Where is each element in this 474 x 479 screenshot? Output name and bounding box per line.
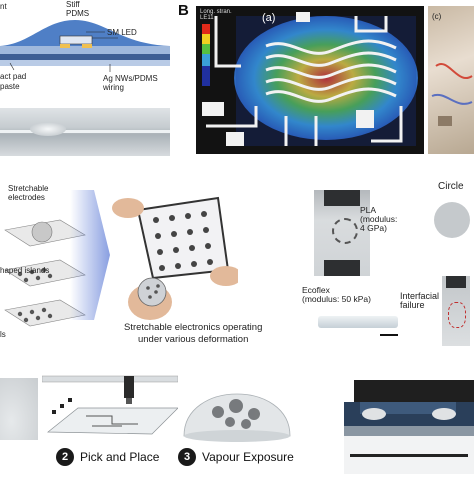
step-3-label: Vapour Exposure <box>202 450 294 464</box>
led-strip-photo <box>0 108 170 156</box>
panel-letter-b: B <box>178 2 189 19</box>
vapour-exposure-dome <box>178 370 296 444</box>
failure-photo <box>442 276 470 346</box>
panel-c: Stretchable electrodes haped islands ls … <box>0 180 262 365</box>
label-ecoflex: Ecoflex (modulus: 50 kPa) <box>302 285 371 304</box>
strain-legend <box>202 24 210 86</box>
panel-a: nt Stiff PDMS SM LED act pad paste Ag NW… <box>0 0 170 160</box>
label-circle: Circle <box>438 181 464 192</box>
step-3-badge: 3 <box>178 448 196 466</box>
panel-b-simulation: Long. stran. LE11 (a) <box>196 6 424 154</box>
label-ls: ls <box>0 330 6 339</box>
clamp-photo <box>314 190 370 276</box>
label-pla: PLA (modulus: 4 GPa) <box>360 205 398 233</box>
pick-and-place-diagram <box>41 372 179 444</box>
step-2-badge: 2 <box>56 448 74 466</box>
sub-label-a: (a) <box>262 12 276 24</box>
circle-sample <box>434 202 470 238</box>
substrate-strip <box>318 316 398 328</box>
sub-label-c: (c) <box>432 12 442 21</box>
panel-b-photo-c: (c) <box>428 6 474 154</box>
label-stiff-pdms: Stiff PDMS <box>66 0 90 18</box>
label-stretchable-electrodes: Stretchable electrodes <box>8 184 49 202</box>
label-interfacial-failure: Interfacial failure <box>400 291 440 310</box>
legend-title: Long. stran. LE11 <box>200 9 232 21</box>
led-cross-section-diagram <box>0 20 170 72</box>
step-2-label: Pick and Place <box>80 450 160 464</box>
stretched-electronics-photo <box>112 196 238 320</box>
label-ag-wiring: Ag NWs/PDMS wiring <box>103 74 158 92</box>
label-sm-led: SM LED <box>107 28 137 37</box>
scale-bar <box>380 334 398 336</box>
process-arrow <box>70 190 110 320</box>
encapsulated-chip-photo <box>344 380 474 474</box>
step1-image <box>0 378 38 440</box>
label-contact-pad: act pad <box>0 72 27 81</box>
strain-map-diagram <box>202 12 418 146</box>
label-paste: paste <box>0 82 20 91</box>
label-shaped-islands: haped islands <box>0 266 50 275</box>
panel-c-caption: Stretchable electronics operating under … <box>124 322 263 345</box>
panel-d: PLA (modulus: 4 GPa) Ecoflex (modulus: 5… <box>296 180 474 350</box>
label-nt: nt <box>0 2 7 11</box>
